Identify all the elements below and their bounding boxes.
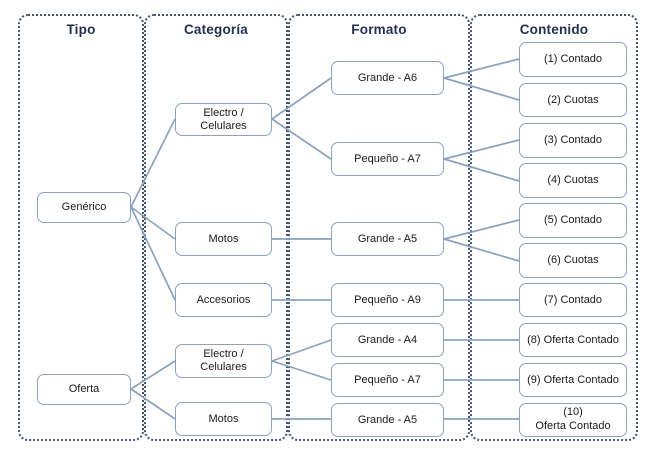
node-contenido-5[interactable]: (5) Contado: [519, 203, 627, 238]
node-categoria-electro-celulares-2[interactable]: Electro / Celulares: [175, 344, 272, 378]
node-contenido-10[interactable]: (10) Oferta Contado: [519, 403, 627, 437]
node-categoria-accesorios[interactable]: Accesorios: [175, 283, 272, 317]
node-categoria-motos-2[interactable]: Motos: [175, 402, 272, 436]
node-contenido-9[interactable]: (9) Oferta Contado: [519, 363, 627, 397]
node-contenido-7[interactable]: (7) Contado: [519, 283, 627, 317]
node-formato-grande-a4[interactable]: Grande - A4: [331, 323, 444, 357]
column-title-contenido: Contenido: [519, 22, 589, 37]
node-contenido-3[interactable]: (3) Contado: [519, 123, 627, 158]
node-formato-grande-a6[interactable]: Grande - A6: [331, 61, 444, 95]
node-formato-grande-a5-2[interactable]: Grande - A5: [331, 403, 444, 437]
node-categoria-electro-celulares-1[interactable]: Electro / Celulares: [175, 103, 272, 136]
node-formato-pequeno-a9[interactable]: Pequeño - A9: [331, 283, 444, 317]
node-contenido-2[interactable]: (2) Cuotas: [519, 83, 627, 117]
node-contenido-1[interactable]: (1) Contado: [519, 42, 627, 77]
node-contenido-4[interactable]: (4) Cuotas: [519, 163, 627, 198]
node-tipo-oferta[interactable]: Oferta: [37, 374, 131, 405]
node-formato-pequeno-a7-2[interactable]: Pequeño - A7: [331, 363, 444, 397]
node-contenido-6[interactable]: (6) Cuotas: [519, 243, 627, 278]
node-contenido-8[interactable]: (8) Oferta Contado: [519, 323, 627, 357]
column-title-categoria: Categoría: [183, 22, 249, 37]
node-formato-pequeno-a7-1[interactable]: Pequeño - A7: [331, 142, 444, 176]
column-title-tipo: Tipo: [66, 22, 96, 37]
node-tipo-generico[interactable]: Genérico: [37, 192, 131, 223]
node-formato-grande-a5-1[interactable]: Grande - A5: [331, 222, 444, 256]
node-categoria-motos-1[interactable]: Motos: [175, 222, 272, 256]
column-title-formato: Formato: [351, 22, 407, 37]
